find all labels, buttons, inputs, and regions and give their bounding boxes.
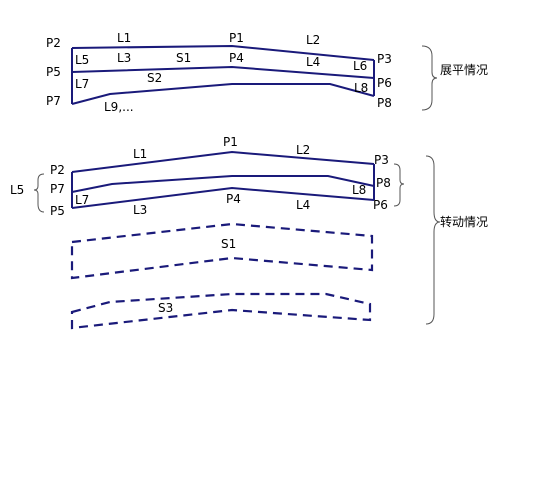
rotate-label-p5: P5 [50, 204, 65, 218]
flat-caption: 展平情况 [440, 63, 488, 77]
rotate-dashed-s1 [70, 222, 374, 280]
flat-section: P2 L1 P1 L2 P3 L5 L3 S1 P4 L4 L6 P5 P6 L… [46, 31, 488, 114]
flat-label-p7: P7 [46, 94, 61, 108]
flat-label-s1: S1 [176, 51, 191, 65]
rotate-label-s1: S1 [221, 237, 236, 251]
flat-middle-line [71, 65, 375, 79]
rotate-label-l8: L8 [352, 183, 366, 197]
flat-label-l6: L6 [353, 59, 367, 73]
flat-label-l1: L1 [117, 31, 131, 45]
flat-label-l4: L4 [306, 55, 320, 69]
rotate-label-p4: P4 [226, 192, 241, 206]
flat-brace [421, 45, 438, 111]
rotate-label-l2: L2 [296, 143, 310, 157]
flat-label-p3: P3 [377, 52, 392, 66]
rotate-top-edge [71, 150, 375, 173]
rotate-label-l3: L3 [133, 203, 147, 217]
rotate-label-p8: P8 [376, 176, 391, 190]
rotate-label-l7: L7 [75, 193, 89, 207]
rotate-large-brace [425, 155, 441, 325]
flat-label-l9: L9,... [104, 100, 134, 114]
rotate-caption: 转动情况 [440, 214, 488, 229]
flat-label-p2: P2 [46, 36, 61, 50]
flat-label-l2: L2 [306, 33, 320, 47]
rotate-label-p6: P6 [373, 198, 388, 212]
flat-label-p4: P4 [229, 51, 244, 65]
flat-label-p5: P5 [46, 65, 61, 79]
rotate-right-small-brace [393, 163, 405, 207]
flat-label-p6: P6 [377, 76, 392, 90]
rotate-dashed-s3 [70, 292, 372, 330]
rotate-label-l1: L1 [133, 147, 147, 161]
flat-label-p8: P8 [377, 96, 392, 110]
flat-label-s2: S2 [147, 71, 162, 85]
flat-label-l7: L7 [75, 77, 89, 91]
flat-top-edge [71, 44, 375, 61]
rotate-left-brace [33, 173, 45, 213]
rotate-label-p1: P1 [223, 135, 238, 149]
flat-bottom-line [71, 83, 375, 105]
rotate-inner-line [71, 175, 375, 193]
rotate-label-p7: P7 [50, 182, 65, 196]
rotate-label-p2: P2 [50, 163, 65, 177]
rotate-label-l5: L5 [10, 183, 24, 197]
flat-label-l5: L5 [75, 53, 89, 67]
rotate-label-p3: P3 [374, 153, 389, 167]
rotate-label-s3: S3 [158, 301, 173, 315]
rotate-section: L1 P1 L2 P2 P3 L5 P7 P8 L8 L7 P4 P5 L3 L… [10, 135, 488, 330]
flat-label-l3: L3 [117, 51, 131, 65]
flat-label-l8: L8 [354, 81, 368, 95]
rotate-label-l4: L4 [296, 198, 310, 212]
rotate-bottom-edge [71, 186, 375, 209]
flat-label-p1: P1 [229, 31, 244, 45]
